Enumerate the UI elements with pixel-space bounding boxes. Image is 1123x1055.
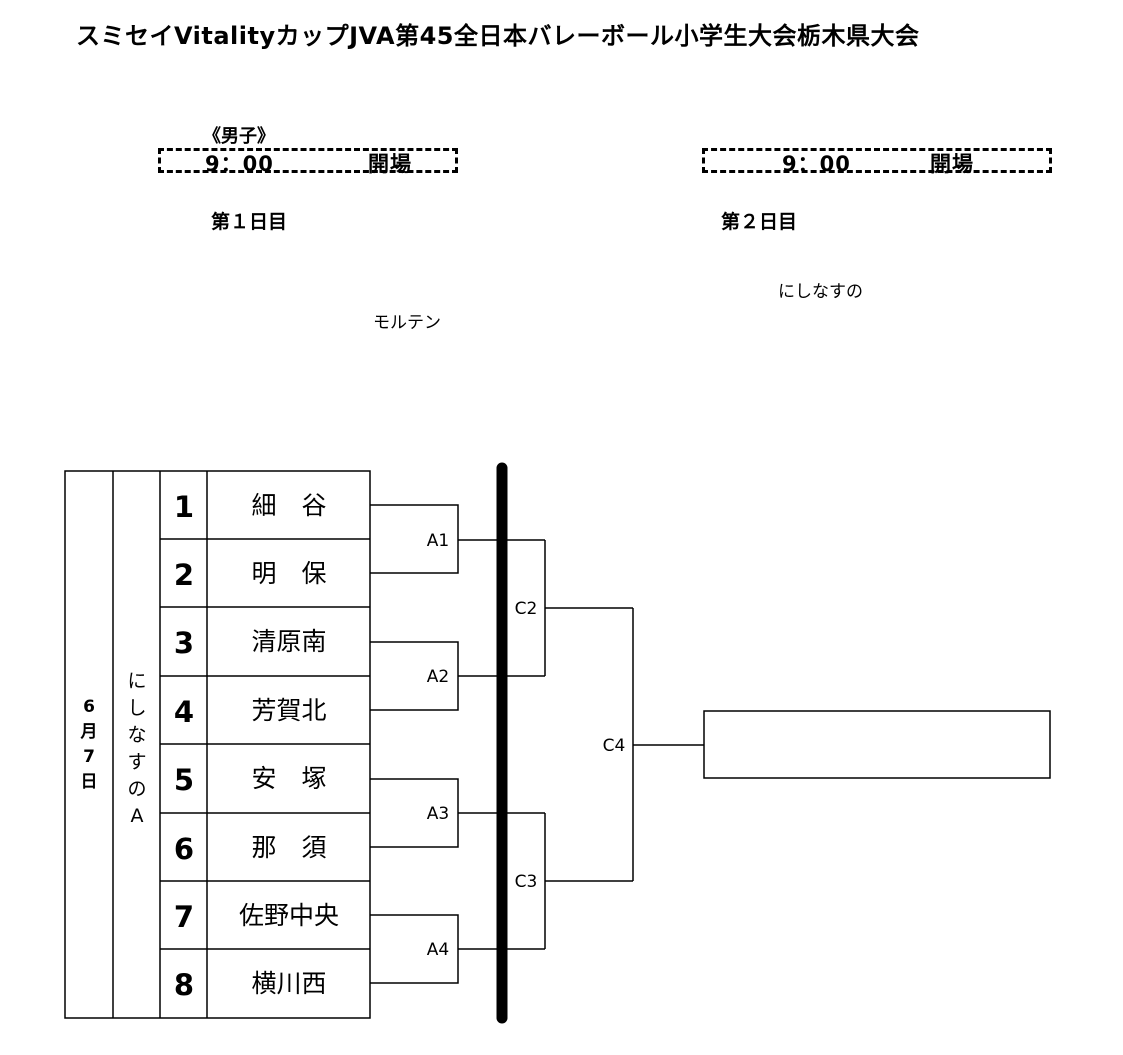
section-label-boys: 《男子》	[203, 126, 275, 147]
team-name: 明 保	[251, 559, 326, 588]
date-char: 月	[80, 722, 98, 742]
match-label-a4: A4	[427, 940, 449, 960]
match-a1-line	[370, 504, 459, 574]
team-seed: 1	[174, 490, 194, 524]
team-seed: 6	[174, 832, 194, 866]
court-char: A	[131, 805, 144, 827]
match-label-a3: A3	[427, 804, 449, 824]
team-name: 芳賀北	[251, 696, 326, 725]
team-name: 安 塚	[251, 764, 326, 793]
day1-open-time: 9：00	[205, 152, 274, 176]
team-seed: 7	[174, 900, 194, 934]
seed-column: 1 2 3 4 5 6 7 8	[174, 490, 194, 1002]
court-char: す	[127, 751, 146, 773]
date-char: 6	[83, 697, 95, 717]
day2-label: 第２日目	[721, 211, 798, 233]
court-char: な	[127, 724, 146, 746]
day1-open-label: 開場	[368, 152, 412, 176]
date-char: 7	[83, 747, 95, 767]
match-label-a1: A1	[427, 531, 449, 551]
match-label-c3: C3	[515, 872, 538, 892]
team-name: 横川西	[251, 969, 326, 998]
day1-open-box	[158, 148, 458, 173]
team-seed: 3	[174, 626, 194, 660]
page-title: スミセイVitalityカップJVA第45全日本バレーボール小学生大会栃木県大会	[76, 22, 920, 50]
match-label-c4: C4	[603, 736, 626, 756]
court-char: に	[127, 670, 146, 692]
match-labels: A1 A2 A3 A4 C2 C3 C4	[427, 531, 626, 960]
team-name: 那 須	[251, 833, 326, 862]
date-column: 6 月 7 日	[80, 697, 98, 792]
day2-open-label: 開場	[930, 152, 974, 176]
round2-lines	[544, 540, 704, 949]
team-name: 佐野中央	[239, 901, 339, 930]
team-column: 細 谷 明 保 清原南 芳賀北 安 塚 那 須 佐野中央 横川西	[239, 491, 339, 998]
team-name: 清原南	[251, 627, 326, 656]
day1-venue: モルテン	[373, 313, 441, 333]
team-seed: 5	[174, 763, 194, 797]
team-seed: 4	[174, 695, 194, 729]
round1-lines	[370, 504, 545, 984]
team-name: 細 谷	[251, 491, 326, 520]
day2-open-box	[702, 148, 1052, 173]
date-char: 日	[81, 772, 98, 792]
day2-venue: にしなすの	[778, 282, 863, 302]
bracket-table	[64, 470, 371, 1019]
court-char: の	[127, 778, 146, 800]
match-label-c2: C2	[515, 599, 538, 619]
team-seed: 2	[174, 558, 194, 592]
day2-open-time: 9：00	[782, 152, 851, 176]
court-column: に し な す の A	[127, 670, 146, 827]
day1-label: 第１日目	[211, 211, 288, 233]
winner-box	[703, 710, 1051, 779]
team-seed: 8	[174, 968, 194, 1002]
court-char: し	[127, 697, 146, 719]
match-label-a2: A2	[427, 667, 449, 687]
